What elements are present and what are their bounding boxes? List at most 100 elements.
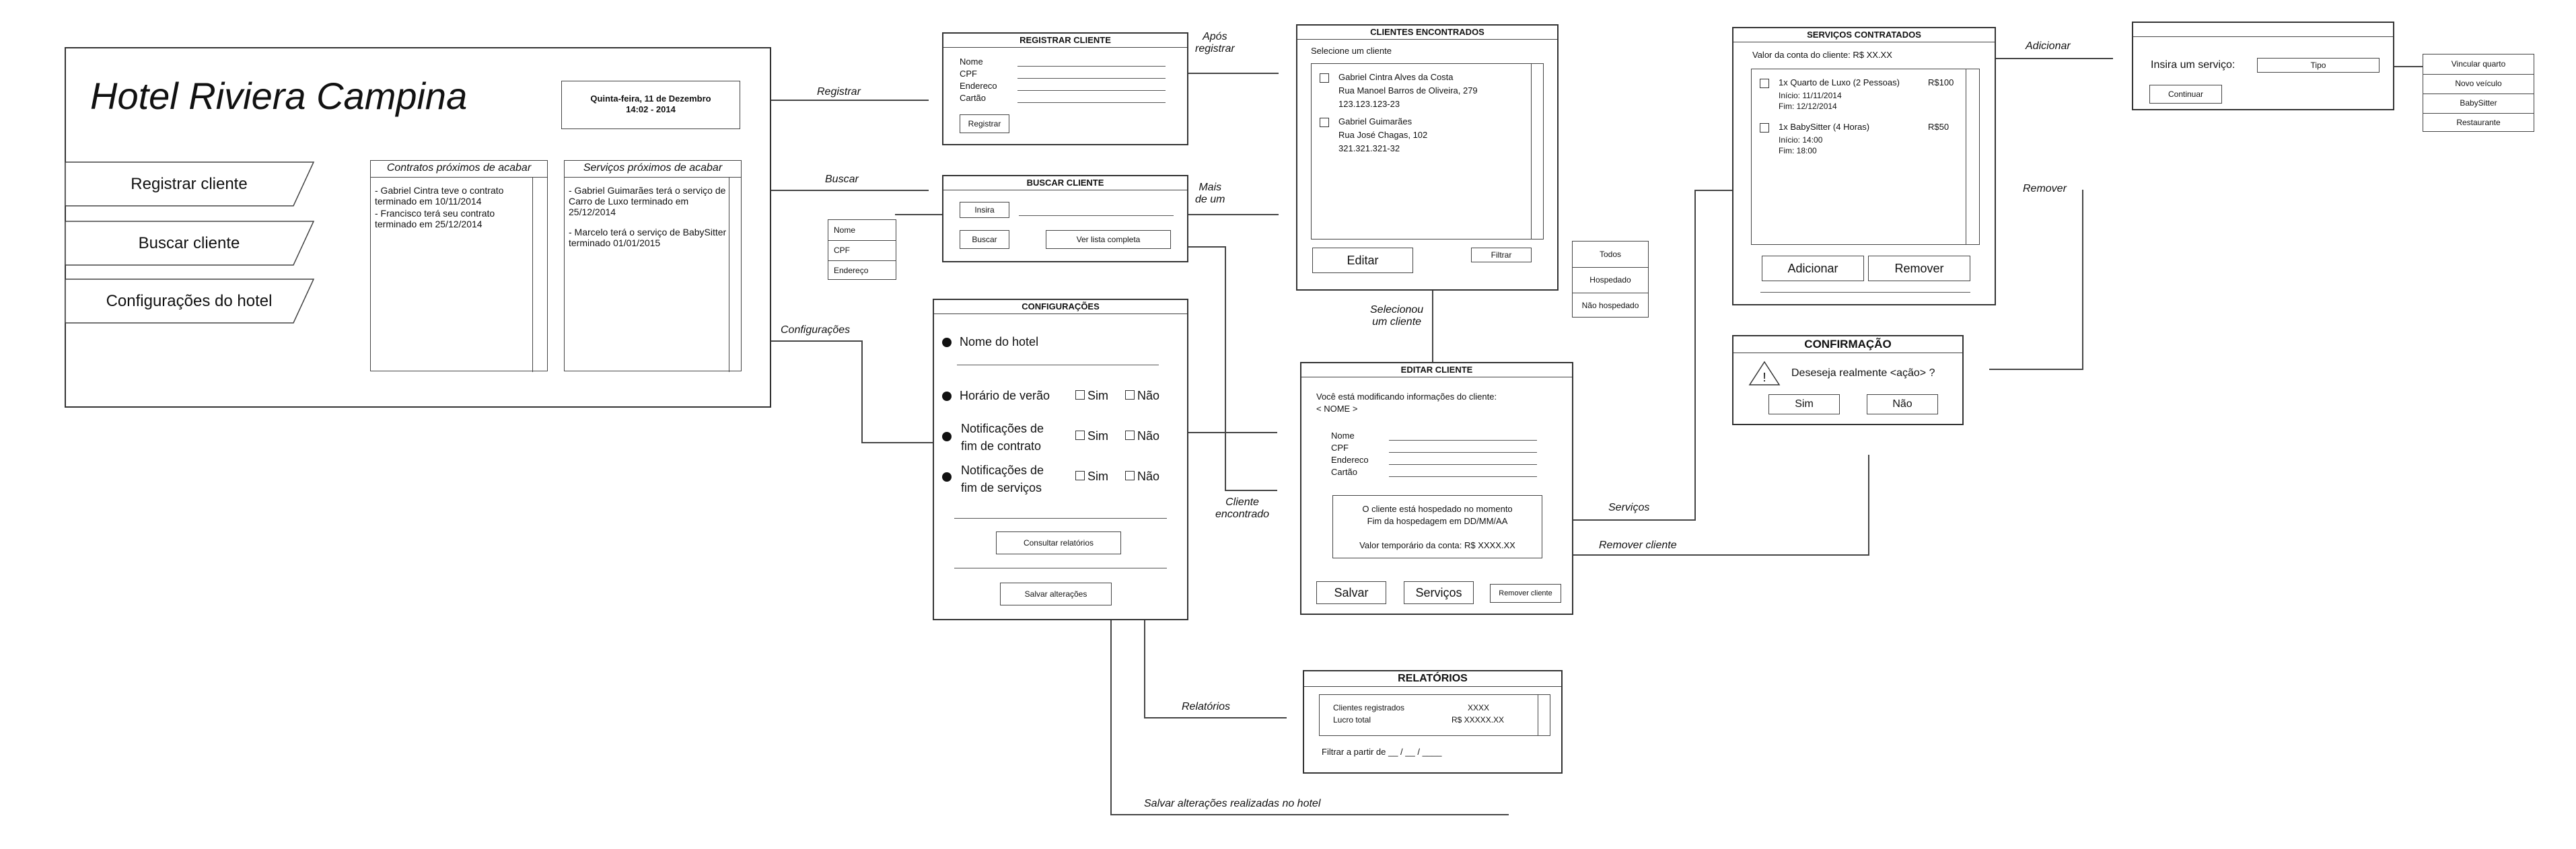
services-panel: Serviços próximos de acabar - Gabriel Gu… [564,160,742,372]
info-line: Fim da hospedagem em DD/MM/AA [1367,516,1508,526]
field-label: CPF [960,69,977,79]
nao-checkbox[interactable] [1125,471,1135,480]
registrar-button[interactable]: Registrar [960,114,1009,133]
remover-cliente-button[interactable]: Remover cliente [1490,584,1561,603]
ver-lista-button[interactable]: Ver lista completa [1046,230,1171,249]
cpf-field[interactable] [1017,78,1166,79]
menu-label: Configurações do hotel [106,292,273,310]
option-novo-veiculo[interactable]: Novo veículo [2423,74,2534,94]
date-box: Quinta-feira, 11 de Dezembro 14:02 - 201… [561,81,740,129]
hotel-title: Hotel Riviera Campina [90,75,468,117]
contracts-title: Contratos próximos de acabar [371,162,547,178]
cpf-field[interactable] [1389,452,1537,453]
tipo-options: Vincular quarto Novo veículo BabySitter … [2423,54,2534,132]
insira-dropdown[interactable]: Insira [960,202,1009,218]
filter-hospedado[interactable]: Hospedado [1573,267,1648,293]
option-endereco[interactable]: Endereço [834,266,869,275]
main-window: Hotel Riviera Campina Quinta-feira, 11 d… [65,47,771,408]
window-title: CLIENTES ENCONTRADOS [1297,26,1557,40]
edge-label-registrar: Registrar [817,86,861,98]
warning-icon: ! [1748,361,1781,385]
sim-checkbox[interactable] [1075,471,1085,480]
scrollbar[interactable] [532,177,533,372]
tipo-dropdown[interactable]: Tipo [2257,58,2380,73]
field-label: CPF [1331,443,1349,453]
address-field[interactable] [1389,464,1537,465]
scrollbar[interactable] [1531,64,1532,239]
insira-servico-label: Insira um serviço: [2151,59,2235,71]
filter-todos[interactable]: Todos [1573,242,1648,268]
divider [954,518,1167,519]
nao-checkbox[interactable] [1125,431,1135,440]
buscar-button[interactable]: Buscar [960,230,1009,249]
field-label: Cartão [960,93,987,103]
search-type-options: Nome CPF Endereço [828,219,896,280]
nao-label: Não [1137,470,1160,483]
cliente-checkbox[interactable] [1320,118,1329,127]
service-line: - Marcelo terá o serviço de BabySitter t… [569,227,727,248]
cliente-checkbox[interactable] [1320,73,1329,83]
servico-checkbox[interactable] [1760,79,1769,88]
servico-name: 1x Quarto de Luxo (2 Pessoas) [1779,77,1900,87]
clientes-list: Gabriel Cintra Alves da Costa Rua Manoel… [1311,63,1544,239]
nao-checkbox[interactable] [1125,390,1135,400]
cliente-name: Gabriel Cintra Alves da Costa [1338,72,1454,82]
relatorios-panel: Clientes registrados XXXX Lucro total R$… [1319,694,1550,736]
address-field[interactable] [1017,90,1166,91]
window-titlebar [2133,23,2393,37]
sim-label: Sim [1087,429,1108,443]
menu-label: Buscar cliente [138,234,240,252]
salvar-button[interactable]: Salvar [1316,581,1386,604]
filtrar-data[interactable]: Filtrar a partir de __ / __ / ____ [1322,747,1442,757]
option-cpf[interactable]: CPF [828,240,896,261]
lucro-total-label: Lucro total [1333,715,1371,725]
date-text: Quinta-feira, 11 de Dezembro [590,94,711,104]
menu-configuracoes[interactable]: Configurações do hotel [65,279,315,324]
horario-label: Horário de verão [960,389,1050,402]
sim-checkbox[interactable] [1075,431,1085,440]
servico-price: R$50 [1928,122,1949,132]
filtrar-button[interactable]: Filtrar [1471,248,1532,262]
sim-checkbox[interactable] [1075,390,1085,400]
salvar-alteracoes-button[interactable]: Salvar alterações [1000,583,1112,605]
remover-button[interactable]: Remover [1868,256,1970,281]
window-title: CONFIRMAÇÃO [1733,336,1962,353]
cliente-address: Rua José Chagas, 102 [1338,130,1428,140]
filter-nao-hospedado[interactable]: Não hospedado [1581,301,1639,310]
confirm-question: Deseseja realmente <ação> ? [1791,367,1935,379]
consultar-relatorios-button[interactable]: Consultar relatórios [996,531,1121,554]
confirm-nao-button[interactable]: Não [1867,394,1938,414]
service-line: - Gabriel Guimarães terá o serviço de Ca… [569,185,726,217]
option-vincular-quarto[interactable]: Vincular quarto [2423,54,2534,75]
option-nome[interactable]: Nome [828,220,896,241]
continuar-button[interactable]: Continuar [2149,85,2222,104]
editar-button[interactable]: Editar [1312,248,1413,273]
config-window: CONFIGURAÇÕES Nome do hotel Horário de v… [933,299,1188,620]
menu-registrar-cliente[interactable]: Registrar cliente [65,161,315,207]
servico-checkbox[interactable] [1760,123,1769,133]
edge-label-relatorios: Relatórios [1182,701,1231,712]
servicos-list: 1x Quarto de Luxo (2 Pessoas) R$100 Iníc… [1751,69,1980,245]
option-babysitter[interactable]: BabySitter [2423,94,2534,114]
menu-buscar-cliente[interactable]: Buscar cliente [65,221,315,266]
card-field[interactable] [1017,102,1166,103]
name-field[interactable] [1389,440,1537,441]
search-input[interactable] [1019,215,1174,216]
adicionar-button[interactable]: Adicionar [1762,256,1864,281]
servico-start: Início: 11/11/2014 [1779,91,1842,100]
menu-label: Registrar cliente [131,175,248,193]
servicos-button[interactable]: Serviços [1404,581,1474,604]
confirm-sim-button[interactable]: Sim [1768,394,1840,414]
cliente-cpf: 321.321.321-32 [1338,143,1400,153]
card-field[interactable] [1389,476,1537,477]
notif-contrato-label: Notificações de fim de contrato [961,422,1044,453]
clientes-registrados-value: XXXX [1468,703,1490,712]
edge-label-mais-de-um: Mais de um [1195,182,1225,205]
clientes-subtitle: Selecione um cliente [1311,46,1392,56]
field-label: Cartão [1331,467,1358,477]
name-field[interactable] [1017,66,1166,67]
option-restaurante[interactable]: Restaurante [2456,118,2501,127]
servicos-window: SERVIÇOS CONTRATADOS Valor da conta do c… [1732,27,1996,305]
edge-label-adicionar: Adicionar [2026,40,2071,52]
confirmacao-window: CONFIRMAÇÃO ! Deseseja realmente <ação> … [1732,335,1964,425]
